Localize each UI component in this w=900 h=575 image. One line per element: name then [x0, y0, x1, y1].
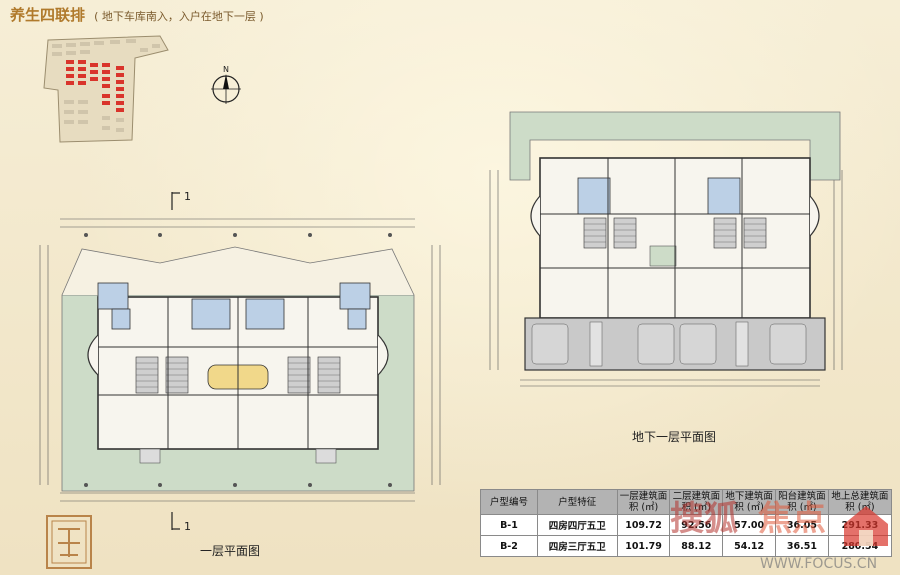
cell-first-floor-area: 101.79: [616, 535, 671, 557]
cell-second-floor-area: 92.56: [669, 514, 724, 536]
cell-balcony-area: 36.51: [775, 535, 829, 557]
table-header-row: 户型编号 户型特征 一层建筑面积 (㎡) 二层建筑面积 (㎡) 地下建筑面积 (…: [480, 489, 893, 515]
ground-floor-plan: [39, 218, 441, 502]
seal-stamp-icon: [46, 515, 92, 569]
basement-plan-label: 地下一层平面图: [632, 430, 717, 444]
basement-floor-plan: [489, 111, 843, 387]
title-subtitle: ( 地下车库南入，入户在地下一层 ): [94, 10, 264, 23]
page-title: 养生四联排 ( 地下车库南入，入户在地下一层 ): [10, 4, 264, 25]
header-unit-feature: 户型特征: [536, 489, 618, 515]
svg-text:N: N: [223, 65, 229, 74]
cell-total-area: 291.33: [827, 514, 893, 536]
header-basement-area: 地下建筑面积 (㎡): [722, 489, 777, 515]
title-main: 养生四联排: [10, 6, 86, 24]
section-mark-top-line: [171, 192, 180, 210]
header-unit-code: 户型编号: [480, 489, 538, 515]
cell-second-floor-area: 88.12: [669, 535, 724, 557]
header-balcony-area: 阳台建筑面积 (㎡): [775, 489, 829, 515]
cell-first-floor-area: 109.72: [616, 514, 671, 536]
north-arrow-icon: N: [211, 65, 241, 104]
cell-basement-area: 57.00: [722, 514, 777, 536]
cell-unit-feature: 四房四厅五卫: [536, 514, 618, 536]
unit-spec-table: 户型编号 户型特征 一层建筑面积 (㎡) 二层建筑面积 (㎡) 地下建筑面积 (…: [480, 489, 893, 557]
cell-unit-code: B-2: [480, 535, 538, 557]
cell-total-area: 280.54: [827, 535, 893, 557]
cell-unit-code: B-1: [480, 514, 538, 536]
header-first-floor-area: 一层建筑面积 (㎡): [616, 489, 671, 515]
table-row: B-1 四房四厅五卫 109.72 92.56 57.00 36.05 291.…: [480, 514, 893, 536]
section-mark-bottom-line: [171, 512, 180, 530]
cell-unit-feature: 四房三厅五卫: [536, 535, 618, 557]
header-second-floor-area: 二层建筑面积 (㎡): [669, 489, 724, 515]
site-plan-thumbnail: [43, 35, 169, 143]
cell-basement-area: 54.12: [722, 535, 777, 557]
ground-plan-label: 一层平面图: [200, 544, 261, 558]
cell-balcony-area: 36.05: [775, 514, 829, 536]
table-row: B-2 四房三厅五卫 101.79 88.12 54.12 36.51 280.…: [480, 535, 893, 557]
header-total-area: 地上总建筑面积 (㎡): [827, 489, 893, 515]
